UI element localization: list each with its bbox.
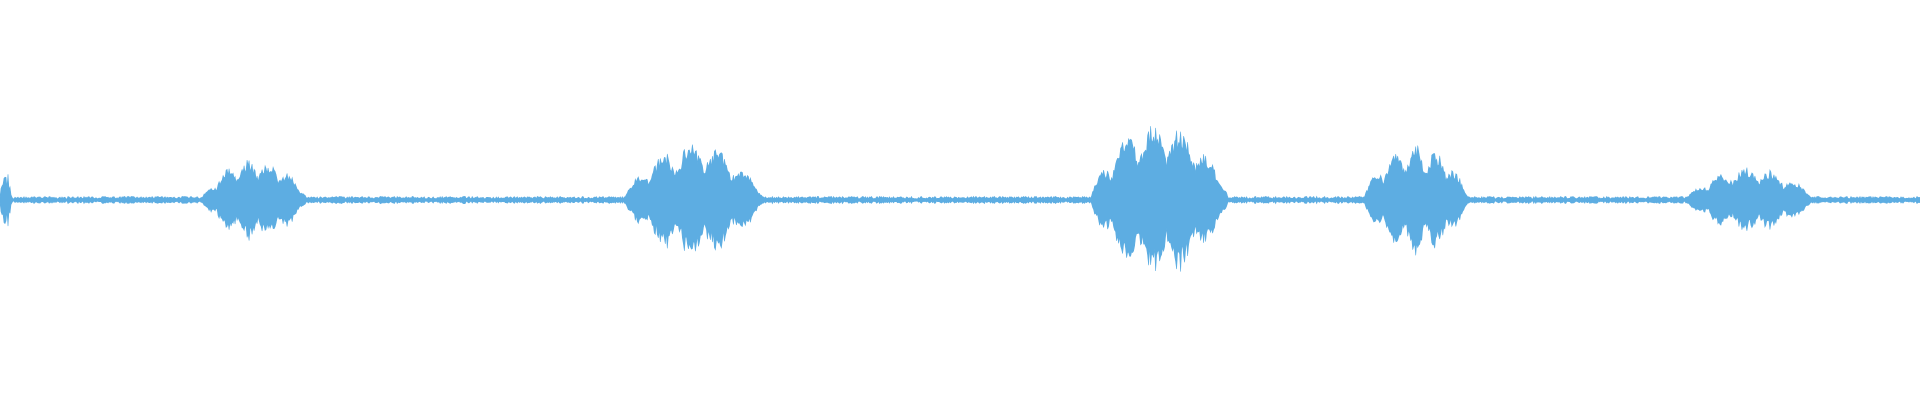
- waveform-shape: [0, 126, 1920, 272]
